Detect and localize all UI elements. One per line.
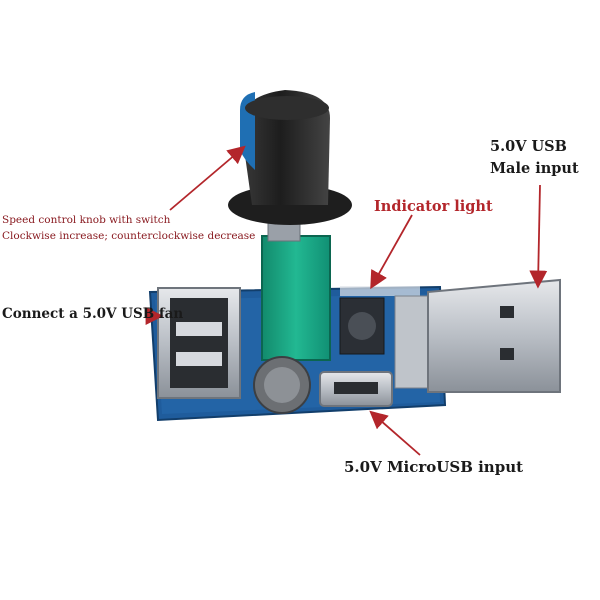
speed-knob-label: Speed control knob with switch Clockwise… [2, 212, 255, 244]
usb-fan-label: Connect a 5.0V USB fan [2, 306, 184, 322]
micro-usb-port [319, 371, 393, 407]
speed-knob [228, 90, 352, 361]
usb-female-port [157, 287, 241, 399]
speed-knob-line-1: Speed control knob with switch [2, 214, 171, 226]
indicator-led-area [339, 297, 385, 355]
usb-male-line-2: Male input [490, 160, 579, 177]
indicator-light-label: Indicator light [374, 198, 493, 215]
annotation-arrows [145, 145, 548, 456]
usb-male-input-label: 5.0V USB Male input [490, 136, 579, 180]
micro-usb-input-label: 5.0V MicroUSB input [344, 458, 524, 476]
capacitor [253, 356, 311, 414]
usb-male-line-1: 5.0V USB [490, 138, 567, 155]
speed-knob-line-2: Clockwise increase; counterclockwise dec… [2, 230, 256, 242]
usb-male-connector [394, 278, 561, 393]
